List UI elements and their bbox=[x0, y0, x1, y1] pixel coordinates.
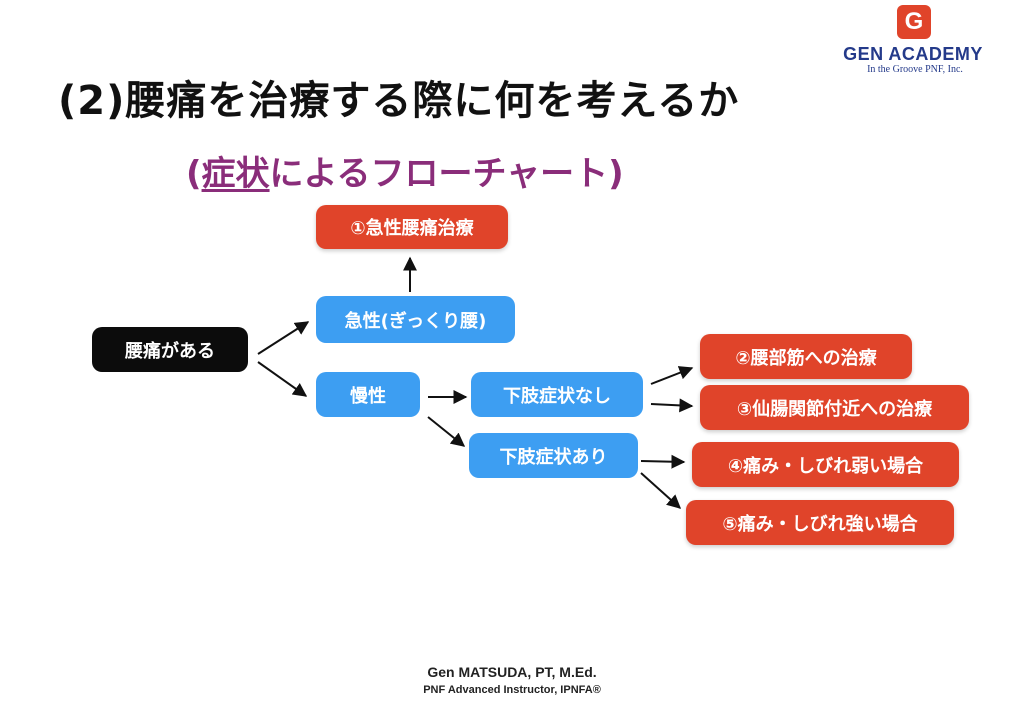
node-t4-mild-pain: ④痛み・しびれ弱い場合 bbox=[692, 442, 959, 487]
subtitle-open: ( bbox=[186, 154, 202, 194]
node-t2-lumbar-muscle: ②腰部筋への治療 bbox=[700, 334, 912, 379]
arrow-leg-to-t4 bbox=[640, 454, 686, 469]
arrow-start-to-chronic bbox=[257, 361, 308, 397]
arrow-start-to-acute bbox=[257, 321, 310, 355]
logo-tagline: In the Groove PNF, Inc. bbox=[867, 64, 963, 75]
node-t1-acute-treatment: ①急性腰痛治療 bbox=[316, 205, 508, 249]
node-no-leg-symptoms: 下肢症状なし bbox=[471, 372, 643, 417]
arrow-noleg-to-t2 bbox=[650, 366, 694, 385]
node-chronic: 慢性 bbox=[316, 372, 420, 417]
slide-subtitle: (症状によるフローチャート) bbox=[186, 146, 624, 195]
node-t3-sacroiliac: ③仙腸関節付近への治療 bbox=[700, 385, 969, 430]
logo-name: GEN ACADEMY bbox=[843, 44, 983, 64]
node-leg-symptoms: 下肢症状あり bbox=[469, 433, 638, 478]
subtitle-underlined: 症状 bbox=[201, 154, 270, 194]
footer-presenter-name: Gen MATSUDA, PT, M.Ed. bbox=[427, 664, 597, 680]
logo-badge: G bbox=[897, 5, 931, 39]
arrow-chronic-to-leg bbox=[427, 416, 466, 447]
arrow-leg-to-t5 bbox=[640, 472, 682, 509]
node-acute: 急性(ぎっくり腰) bbox=[316, 296, 515, 343]
slide-title: (2)腰痛を治療する際に何を考えるか bbox=[58, 78, 740, 124]
subtitle-rest: によるフローチャート) bbox=[269, 154, 624, 194]
node-start: 腰痛がある bbox=[92, 327, 248, 372]
arrow-noleg-to-t3 bbox=[650, 398, 694, 413]
footer-presenter-role: PNF Advanced Instructor, IPNFA® bbox=[423, 684, 601, 696]
node-t5-severe-pain: ⑤痛み・しびれ強い場合 bbox=[686, 500, 954, 545]
